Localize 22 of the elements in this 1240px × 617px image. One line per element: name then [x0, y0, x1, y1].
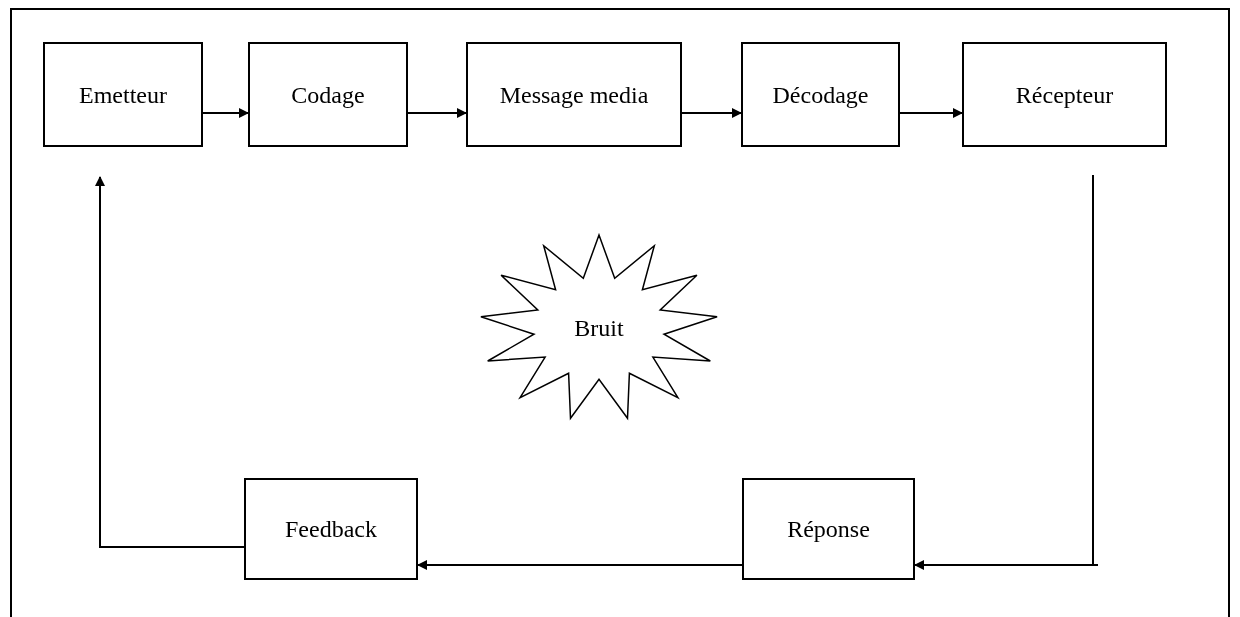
node-label: Récepteur	[1015, 80, 1114, 110]
node-label: Bruit	[574, 314, 624, 343]
process-box	[466, 42, 682, 147]
arrow	[899, 108, 963, 118]
process-box	[742, 478, 915, 580]
node-label: Emetteur	[79, 80, 167, 110]
arrow	[417, 560, 743, 570]
process-box	[741, 42, 900, 147]
process-box	[248, 42, 408, 147]
arrow	[681, 108, 742, 118]
arrow	[202, 108, 249, 118]
node-label: Décodage	[772, 80, 869, 110]
arrow	[407, 108, 467, 118]
node-label: Feedback	[285, 515, 377, 544]
arrow	[95, 176, 245, 548]
arrow	[914, 174, 1099, 570]
node-label: Réponse	[787, 515, 870, 544]
process-box	[43, 42, 203, 147]
node-label: Codage	[291, 80, 365, 110]
process-box	[962, 42, 1167, 147]
node-label: Message media	[499, 80, 649, 110]
process-box	[244, 478, 418, 580]
